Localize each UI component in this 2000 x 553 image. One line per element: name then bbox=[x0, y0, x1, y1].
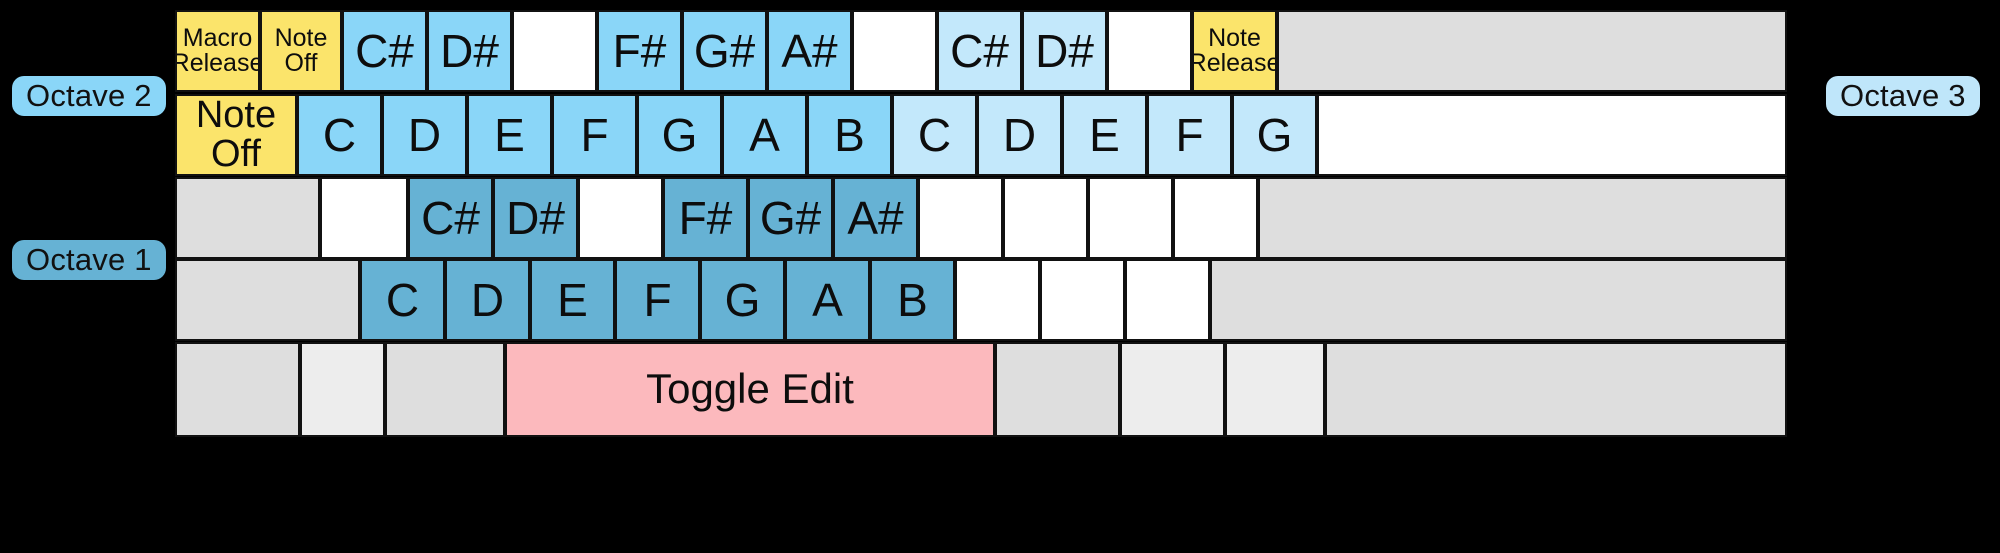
octave-badge-right-upper: Octave 3 bbox=[1826, 76, 1980, 116]
key-g[interactable]: G bbox=[700, 259, 785, 341]
key-a-sharp[interactable]: A# bbox=[833, 177, 918, 259]
key-blank[interactable] bbox=[300, 342, 385, 437]
key-d-sharp[interactable]: D# bbox=[1022, 10, 1107, 92]
key-blank[interactable] bbox=[1120, 342, 1225, 437]
keyboard-row-space: Toggle Edit bbox=[175, 342, 1787, 437]
key-g-sharp[interactable]: G# bbox=[748, 177, 833, 259]
key-b[interactable]: B bbox=[807, 94, 892, 176]
key-d[interactable]: D bbox=[977, 94, 1062, 176]
key-blank[interactable] bbox=[385, 342, 505, 437]
key-blank[interactable] bbox=[1040, 259, 1125, 341]
key-f[interactable]: F bbox=[1147, 94, 1232, 176]
key-note-off[interactable]: Note Off bbox=[175, 94, 297, 176]
keyboard-row-home: C#D# F#G#A# bbox=[175, 177, 1787, 259]
key-blank[interactable] bbox=[1225, 342, 1325, 437]
key-blank[interactable] bbox=[1003, 177, 1088, 259]
key-c-sharp[interactable]: C# bbox=[937, 10, 1022, 92]
key-blank[interactable] bbox=[1107, 10, 1192, 92]
key-f-sharp[interactable]: F# bbox=[663, 177, 748, 259]
key-blank[interactable] bbox=[1317, 94, 1787, 176]
key-e[interactable]: E bbox=[1062, 94, 1147, 176]
octave-badge-left-lower: Octave 1 bbox=[12, 240, 166, 280]
key-c[interactable]: C bbox=[297, 94, 382, 176]
key-blank[interactable] bbox=[1173, 177, 1258, 259]
key-macro-release[interactable]: Macro Release bbox=[175, 10, 260, 92]
key-toggle-edit[interactable]: Toggle Edit bbox=[505, 342, 995, 437]
key-g[interactable]: G bbox=[637, 94, 722, 176]
key-f[interactable]: F bbox=[615, 259, 700, 341]
key-blank[interactable] bbox=[175, 177, 320, 259]
key-blank[interactable] bbox=[1325, 342, 1787, 437]
key-c-sharp[interactable]: C# bbox=[342, 10, 427, 92]
key-note-off[interactable]: Note Off bbox=[260, 10, 342, 92]
key-blank[interactable] bbox=[852, 10, 937, 92]
key-d[interactable]: D bbox=[445, 259, 530, 341]
key-f-sharp[interactable]: F# bbox=[597, 10, 682, 92]
key-a-sharp[interactable]: A# bbox=[767, 10, 852, 92]
key-blank[interactable] bbox=[1125, 259, 1210, 341]
key-blank[interactable] bbox=[512, 10, 597, 92]
key-blank[interactable] bbox=[918, 177, 1003, 259]
key-blank[interactable] bbox=[175, 342, 300, 437]
key-blank[interactable] bbox=[578, 177, 663, 259]
key-d[interactable]: D bbox=[382, 94, 467, 176]
key-blank[interactable] bbox=[995, 342, 1120, 437]
key-blank[interactable] bbox=[1277, 10, 1787, 92]
key-g[interactable]: G bbox=[1232, 94, 1317, 176]
key-blank[interactable] bbox=[955, 259, 1040, 341]
key-c[interactable]: C bbox=[360, 259, 445, 341]
key-c[interactable]: C bbox=[892, 94, 977, 176]
key-e[interactable]: E bbox=[530, 259, 615, 341]
key-d-sharp[interactable]: D# bbox=[427, 10, 512, 92]
key-blank[interactable] bbox=[320, 177, 408, 259]
key-blank[interactable] bbox=[1258, 177, 1787, 259]
key-e[interactable]: E bbox=[467, 94, 552, 176]
key-note-release[interactable]: Note Release bbox=[1192, 10, 1277, 92]
key-blank[interactable] bbox=[1210, 259, 1787, 341]
key-blank[interactable] bbox=[175, 259, 360, 341]
key-g-sharp[interactable]: G# bbox=[682, 10, 767, 92]
key-b[interactable]: B bbox=[870, 259, 955, 341]
key-f[interactable]: F bbox=[552, 94, 637, 176]
octave-badge-left-upper: Octave 2 bbox=[12, 76, 166, 116]
key-c-sharp[interactable]: C# bbox=[408, 177, 493, 259]
key-a[interactable]: A bbox=[722, 94, 807, 176]
key-d-sharp[interactable]: D# bbox=[493, 177, 578, 259]
key-a[interactable]: A bbox=[785, 259, 870, 341]
key-blank[interactable] bbox=[1088, 177, 1173, 259]
